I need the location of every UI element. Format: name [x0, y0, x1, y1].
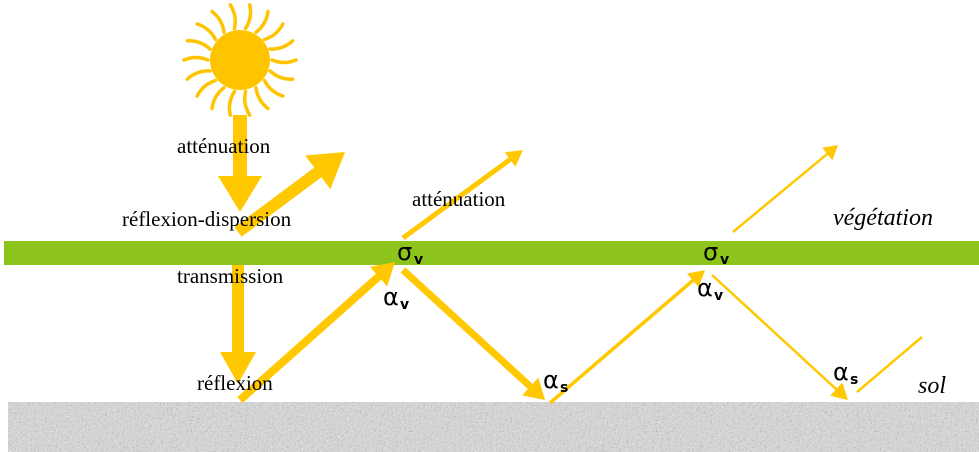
symbol-alpha-s-1: α s: [543, 366, 568, 396]
soil-layer: [8, 402, 979, 452]
sun-disc: [210, 30, 270, 90]
sun-icon: [182, 3, 298, 117]
arrow-attenuation-right: [732, 145, 838, 233]
svg-text:v: v: [400, 297, 409, 313]
svg-text:σ: σ: [397, 238, 412, 266]
label-reflexion: réflexion: [197, 371, 273, 395]
arrow-down-1: [400, 267, 545, 400]
ray-segment-exit: [856, 336, 923, 393]
sun-ray: [195, 78, 218, 98]
arrow-reflection-dispersion: [234, 152, 345, 237]
label-transmission: transmission: [177, 264, 284, 288]
symbol-sigma-v-2: σ v: [703, 238, 729, 268]
sun-ray: [268, 69, 295, 81]
symbol-alpha-s-2: α s: [833, 358, 858, 388]
svg-text:α: α: [833, 358, 849, 386]
svg-text:σ: σ: [703, 238, 718, 266]
arrow-soil-reflection-1: [237, 262, 395, 403]
label-attenuation-top: atténuation: [177, 134, 271, 158]
sun-ray: [228, 3, 237, 31]
sun-ray: [185, 39, 212, 51]
sun-ray: [185, 69, 212, 81]
sun-ray: [262, 22, 285, 42]
sun-ray: [270, 58, 298, 65]
symbol-alpha-v-1: α v: [383, 283, 409, 313]
ray-arrows: [218, 115, 923, 405]
svg-text:v: v: [414, 252, 423, 268]
svg-text:s: s: [850, 372, 858, 388]
svg-text:α: α: [697, 274, 713, 302]
symbol-alpha-v-2: α v: [697, 274, 723, 304]
symbol-sigma-v-1: σ v: [397, 238, 423, 268]
vegetation-layer: [4, 241, 979, 265]
label-attenuation-mid: atténuation: [412, 187, 506, 211]
sun-ray: [195, 22, 218, 42]
sun-ray: [182, 55, 210, 62]
arrow-transmission: [220, 265, 256, 384]
svg-text:α: α: [383, 283, 399, 311]
sun-ray: [262, 78, 285, 98]
sun-ray: [243, 3, 253, 31]
arrow-up-2: [548, 270, 705, 405]
sun-ray: [254, 9, 270, 35]
label-reflexion-dispersion: réflexion-dispersion: [122, 207, 292, 231]
arrow-attenuation-mid: [401, 150, 523, 241]
svg-text:s: s: [560, 380, 568, 396]
label-sol: sol: [918, 373, 946, 399]
svg-text:v: v: [714, 288, 723, 304]
sun-ray: [268, 39, 295, 51]
sun-ray: [254, 85, 270, 111]
arrow-down-2: [711, 274, 848, 400]
arrow-incoming: [218, 115, 262, 212]
svg-text:v: v: [720, 252, 729, 268]
sun-ray: [210, 85, 226, 111]
label-vegetation: végétation: [833, 205, 933, 231]
svg-text:α: α: [543, 366, 559, 394]
sun-ray: [243, 89, 252, 117]
sun-ray: [227, 89, 237, 117]
sun-ray: [210, 9, 226, 35]
